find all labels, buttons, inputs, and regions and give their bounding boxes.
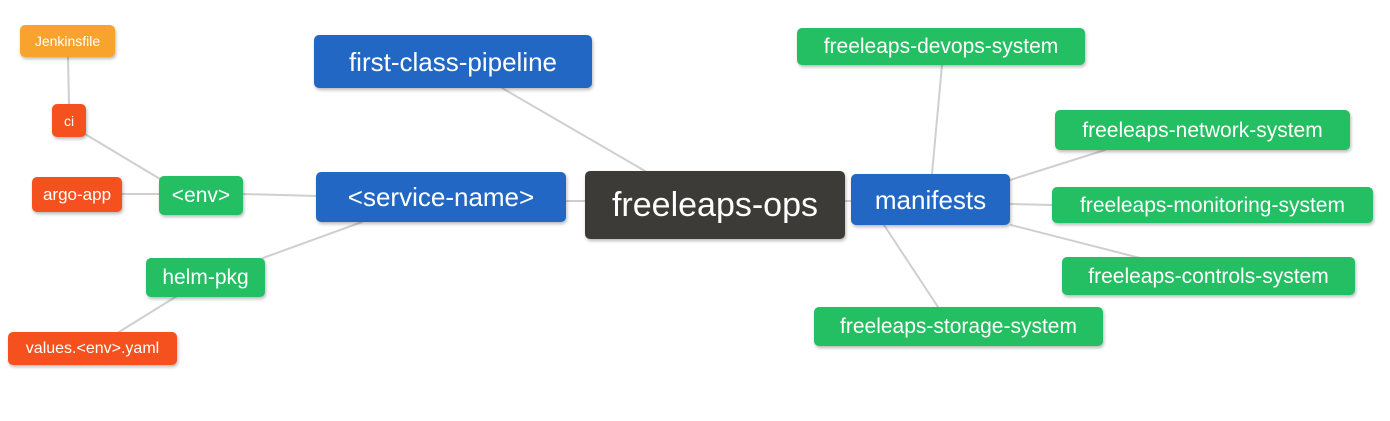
node-manifests[interactable]: manifests [851, 174, 1010, 225]
edge-manifests-to-freeleaps-network-system [1009, 149, 1106, 181]
node-freeleaps-ops[interactable]: freeleaps-ops [585, 171, 845, 239]
node-jenkinsfile[interactable]: Jenkinsfile [20, 25, 115, 57]
edge-helm-pkg-to-service-name [262, 221, 363, 259]
node-first-class-pipeline[interactable]: first-class-pipeline [314, 35, 592, 88]
node-freeleaps-controls-system[interactable]: freeleaps-controls-system [1062, 257, 1355, 295]
edge-values-env-yaml-to-helm-pkg [118, 295, 178, 333]
node-values-env-yaml[interactable]: values.<env>.yaml [8, 332, 177, 365]
edge-manifests-to-freeleaps-controls-system [1010, 224, 1141, 259]
node-freeleaps-monitoring-system[interactable]: freeleaps-monitoring-system [1052, 187, 1373, 223]
edge-manifests-to-freeleaps-monitoring-system [1009, 203, 1053, 206]
edge-jenkinsfile-to-ci [67, 56, 70, 105]
node-helm-pkg[interactable]: helm-pkg [146, 258, 265, 297]
node-service-name[interactable]: <service-name> [316, 172, 566, 222]
node-argo-app[interactable]: argo-app [32, 177, 122, 212]
edge-first-class-pipeline-to-freeleaps-ops [501, 87, 646, 172]
node-env[interactable]: <env> [159, 176, 243, 215]
edge-manifests-to-freeleaps-devops-system [931, 64, 943, 175]
node-freeleaps-devops-system[interactable]: freeleaps-devops-system [797, 28, 1085, 65]
node-ci[interactable]: ci [52, 104, 86, 137]
edge-ci-to-env [84, 133, 161, 180]
node-freeleaps-storage-system[interactable]: freeleaps-storage-system [814, 307, 1103, 346]
edge-manifests-to-freeleaps-storage-system [883, 224, 939, 308]
edge-env-to-service-name [242, 193, 317, 197]
node-freeleaps-network-system[interactable]: freeleaps-network-system [1055, 110, 1350, 150]
